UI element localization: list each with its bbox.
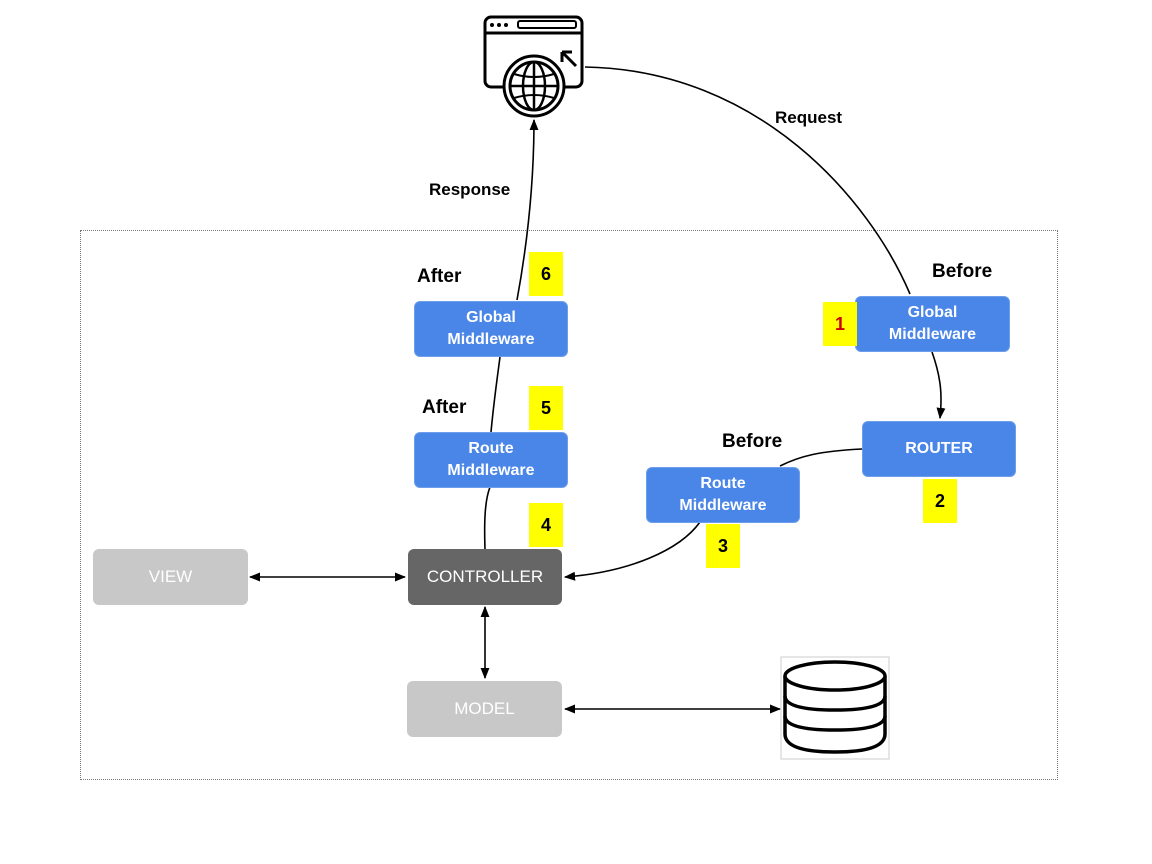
route-middleware-before[interactable]: Route Middleware (646, 467, 800, 523)
route-middleware-after[interactable]: Route Middleware (414, 432, 568, 488)
request-label: Request (775, 108, 843, 127)
response-label: Response (429, 180, 511, 199)
router-box[interactable]: ROUTER (862, 421, 1016, 477)
after-global-label: After (417, 266, 462, 287)
before-route-label: Before (722, 431, 783, 452)
step-badge-1: 1 (823, 302, 857, 346)
browser-globe-icon (483, 15, 584, 118)
step-badge-5: 5 (529, 386, 563, 430)
global-middleware-after[interactable]: Global Middleware (414, 301, 568, 357)
view-box[interactable]: VIEW (93, 549, 248, 605)
model-box[interactable]: MODEL (407, 681, 562, 737)
controller-box[interactable]: CONTROLLER (408, 549, 562, 605)
router-to-route-mw-arrow (779, 448, 863, 467)
before-global-label: Before (932, 261, 993, 282)
global-to-router-arrow (931, 351, 946, 420)
route-mw-to-controller-arrow (563, 521, 701, 581)
response-path (483, 486, 491, 550)
request-arrow (584, 66, 911, 295)
response-arrow (516, 118, 539, 301)
database-icon (780, 656, 890, 760)
app-boundary (80, 230, 1058, 780)
step-badge-2: 2 (923, 479, 957, 523)
response-path-2 (490, 356, 501, 433)
after-route-label: After (422, 397, 467, 418)
step-badge-6: 6 (529, 252, 563, 296)
step-badge-4: 4 (529, 503, 563, 547)
step-badge-3: 3 (706, 524, 740, 568)
global-middleware-before[interactable]: Global Middleware (855, 296, 1010, 352)
